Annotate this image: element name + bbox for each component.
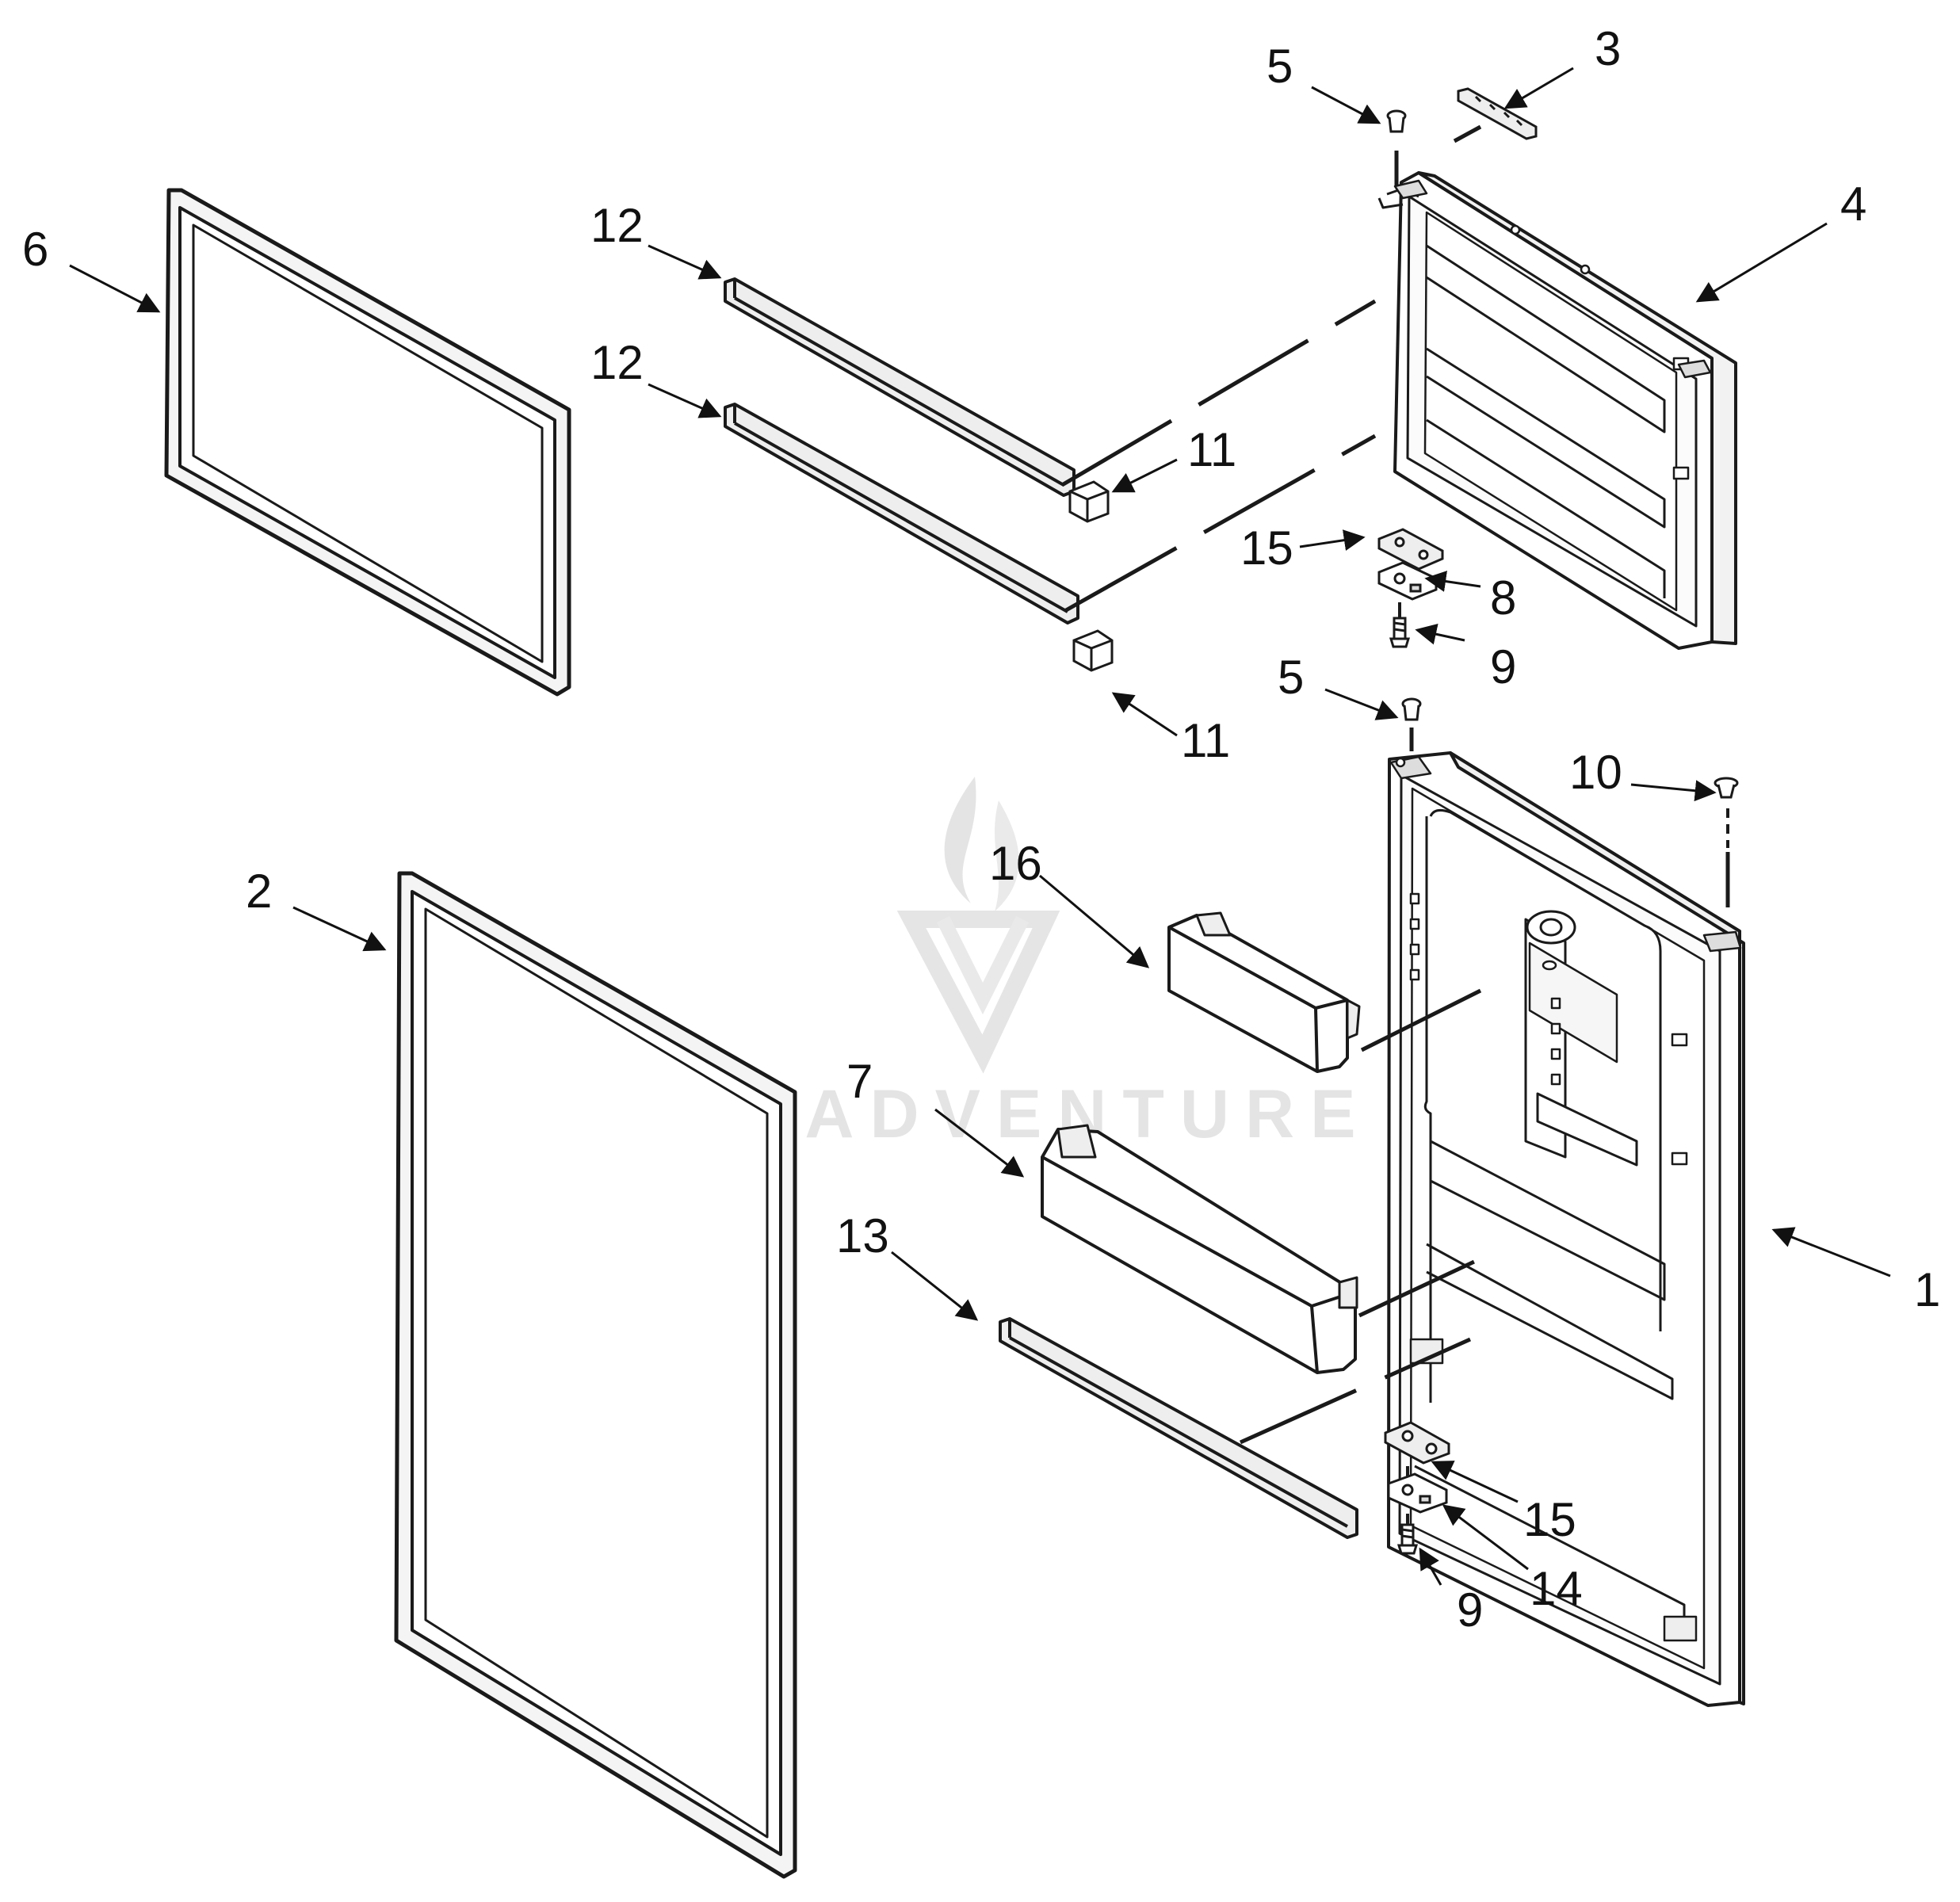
callout-3: 3 — [1595, 22, 1621, 75]
fresh-food-door — [1387, 751, 1745, 1707]
callout-6: 6 — [22, 223, 48, 276]
hinge-cap — [1714, 777, 1739, 907]
small-door-bin — [1167, 911, 1361, 1073]
callout-labels: 1 2 3 4 5 5 6 7 8 9 9 10 11 11 12 12 13 … — [22, 22, 1940, 1637]
watermark: LEADVENTURE — [686, 777, 1371, 1152]
callout-leaders — [69, 67, 1891, 1586]
lower-hinge-screw — [1396, 1514, 1419, 1555]
callout-13: 13 — [836, 1209, 889, 1262]
door-nameplate — [1457, 87, 1538, 140]
freezer-door — [1377, 171, 1737, 650]
callout-7: 7 — [846, 1055, 873, 1108]
fresh-food-shelf-trim — [999, 1317, 1358, 1539]
callout-5-top: 5 — [1267, 40, 1293, 93]
callout-10: 10 — [1569, 746, 1622, 799]
callout-1: 1 — [1914, 1263, 1940, 1316]
callout-8: 8 — [1490, 571, 1516, 624]
callout-14: 14 — [1530, 1562, 1583, 1615]
callout-9-upper: 9 — [1490, 640, 1516, 693]
flame-logo-icon — [896, 777, 1060, 1074]
callout-12-lower: 12 — [590, 336, 644, 389]
callout-4: 4 — [1840, 178, 1866, 231]
callout-9-lower: 9 — [1457, 1583, 1483, 1637]
lower-hinge-bracket — [1387, 1472, 1448, 1514]
callout-11-upper: 11 — [1187, 423, 1236, 476]
callout-15-upper: 15 — [1240, 521, 1293, 575]
large-door-bin — [1041, 1124, 1358, 1374]
callout-12-upper: 12 — [590, 199, 644, 252]
hinge-plug-top — [1386, 109, 1407, 187]
callout-11-lower: 11 — [1181, 714, 1230, 767]
freezer-door-gasket — [164, 188, 571, 697]
watermark-text: LEADVENTURE — [686, 1076, 1371, 1152]
assembly-lines — [1060, 124, 1488, 1445]
hinge-plug-middle — [1401, 697, 1422, 751]
callout-15-lower: 15 — [1523, 1493, 1576, 1546]
freezer-shelf-trim-upper — [724, 277, 1076, 497]
callout-5-middle: 5 — [1278, 651, 1304, 704]
trim-end-cap-upper — [1068, 480, 1110, 523]
trim-end-cap-lower — [1072, 629, 1114, 672]
callout-2: 2 — [246, 865, 272, 918]
freezer-hinge-shim — [1377, 528, 1444, 571]
fresh-food-door-gasket — [394, 871, 797, 1879]
lower-hinge-shim — [1384, 1421, 1450, 1479]
callout-16: 16 — [989, 837, 1042, 890]
freezer-hinge-screw — [1389, 602, 1411, 648]
freezer-shelf-trim-lower — [724, 403, 1079, 624]
freezer-hinge-bracket — [1377, 561, 1438, 601]
